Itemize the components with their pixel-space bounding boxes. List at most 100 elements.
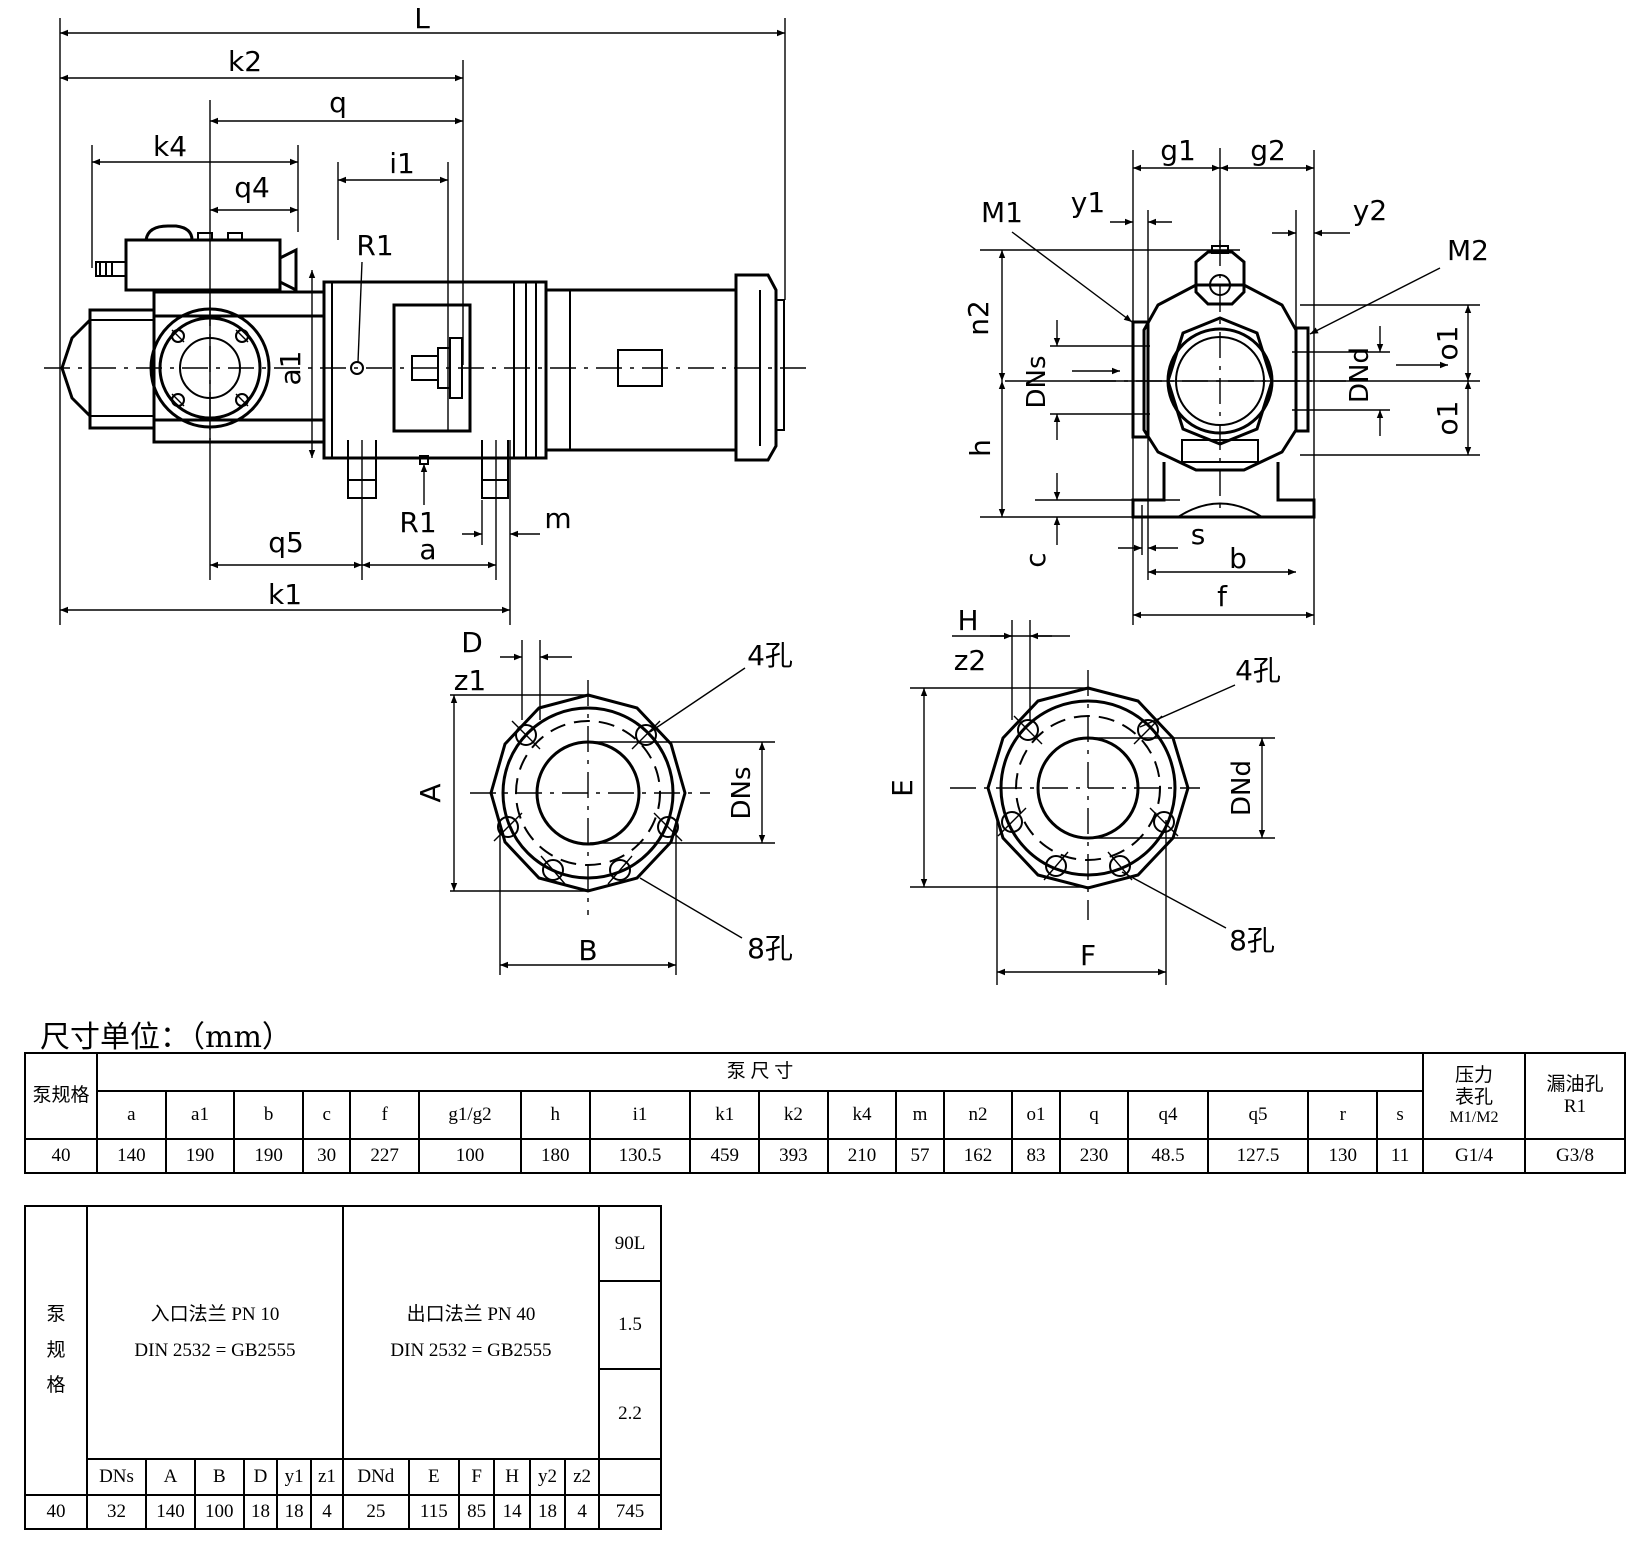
col-header: c	[302, 1090, 352, 1140]
dim-q5: q5	[210, 526, 362, 569]
col-header: q4	[1127, 1090, 1209, 1140]
dim-label: a	[419, 533, 436, 566]
flange-dimensions-table: 泵 规 格 入口法兰 PN 10 DIN 2532 = GB2555 出口法兰 …	[24, 1205, 662, 1530]
dim-b: b	[1148, 542, 1296, 576]
col-header: f	[349, 1090, 420, 1140]
table-cell: 100	[193, 1494, 245, 1530]
dim-label: E	[886, 779, 919, 797]
col-header: z1	[309, 1458, 344, 1496]
col-header: z2	[564, 1458, 600, 1496]
outlet-flange-view: H z2 4孔 E DNd 8孔 F	[886, 604, 1281, 985]
col-header: y1	[276, 1458, 312, 1496]
dim-q4: q4	[210, 171, 298, 214]
col-header: b	[233, 1090, 305, 1140]
header-char: 泵	[46, 1303, 66, 1325]
table-cell: 48.5	[1127, 1138, 1209, 1174]
header-line: 入口法兰 PN 10	[150, 1303, 280, 1325]
dim-label: DNd	[1227, 760, 1257, 816]
dim-h: h	[964, 381, 1006, 517]
label-M1: M1	[981, 196, 1133, 323]
col-header: o1	[1011, 1090, 1061, 1140]
right-header: 2.2	[598, 1368, 662, 1460]
col-header: H	[493, 1458, 531, 1496]
dim-label: o1	[1431, 401, 1464, 436]
dim-label: g1	[1160, 134, 1196, 167]
header-line: 压力	[1454, 1064, 1493, 1086]
inlet-flange-header: 入口法兰 PN 10 DIN 2532 = GB2555	[86, 1205, 344, 1460]
dim-label: k1	[268, 578, 302, 611]
pressure-gauge-header: 压力 表孔 M1/M2	[1422, 1052, 1526, 1140]
header-char: 规	[46, 1339, 66, 1361]
table-cell: 745	[598, 1494, 662, 1530]
dim-label: F	[1080, 939, 1096, 972]
dim-label: 4孔	[747, 639, 793, 672]
header-line: DIN 2532 = GB2555	[390, 1339, 552, 1361]
dim-label: q4	[234, 171, 270, 204]
dim-label: 8孔	[747, 932, 793, 965]
col-header: y2	[528, 1458, 567, 1496]
table-cell: 140	[96, 1138, 167, 1174]
dim-DNs-flange: DNs	[727, 742, 766, 843]
table-cell: 230	[1058, 1138, 1130, 1174]
dim-label: y2	[1353, 194, 1387, 227]
col-header: k2	[758, 1090, 829, 1140]
col-header: n2	[942, 1090, 1014, 1140]
dim-H: H	[952, 604, 1070, 640]
dim-DNs: DNs	[1022, 320, 1120, 440]
col-header: k1	[689, 1090, 761, 1140]
dim-label: DNs	[727, 766, 757, 819]
dim-label: k4	[153, 130, 187, 163]
dim-A: A	[414, 695, 458, 891]
table-row: 40 140 190 190 30 227 100 180 130.5 459 …	[24, 1138, 1626, 1174]
table-cell: 130	[1307, 1138, 1379, 1174]
dim-label: g2	[1250, 134, 1286, 167]
table-cell: 140	[145, 1494, 196, 1530]
table-cell: 83	[1011, 1138, 1061, 1174]
col-header: E	[407, 1458, 460, 1496]
dim-g2: g2	[1220, 134, 1314, 172]
dim-DNd: DNd	[1345, 326, 1448, 436]
header-line: M1/M2	[1449, 1108, 1499, 1126]
table-cell: 190	[164, 1138, 236, 1174]
table-row: 40 32 140 100 18 18 4 25 115 85 14 18 4 …	[24, 1494, 662, 1530]
dim-label: h	[964, 439, 997, 457]
col-header: F	[457, 1458, 496, 1496]
table-cell: 4	[309, 1494, 344, 1530]
header-line: DIN 2532 = GB2555	[134, 1339, 296, 1361]
pump-dim-header: 泵 尺 寸	[96, 1052, 1424, 1092]
table-cell: 14	[493, 1494, 531, 1530]
header-line: 漏油孔	[1546, 1074, 1604, 1096]
cell-spec: 40	[24, 1138, 98, 1174]
dim-label: L	[414, 2, 430, 35]
header-line: 出口法兰 PN 40	[406, 1303, 536, 1325]
table-cell: 4	[564, 1494, 600, 1530]
col-header: k4	[826, 1090, 898, 1140]
label-8-holes-outlet: 8孔	[1121, 871, 1275, 957]
dim-label: z2	[954, 644, 987, 677]
dim-E: E	[886, 688, 928, 887]
label-z1: z1	[454, 664, 487, 697]
dim-y2: y2	[1272, 194, 1387, 237]
col-header: q	[1058, 1090, 1130, 1140]
header-char: 格	[46, 1375, 66, 1397]
pump-spec-header: 泵 规 格	[24, 1205, 88, 1496]
table-cell: 459	[689, 1138, 761, 1174]
dim-o1-upper: o1	[1431, 305, 1472, 381]
col-header: A	[145, 1458, 196, 1496]
dim-c: c	[1019, 473, 1061, 568]
table-cell: 57	[895, 1138, 945, 1174]
table-cell: 30	[302, 1138, 352, 1174]
dim-s: s	[1118, 518, 1206, 552]
table-cell: 18	[242, 1494, 279, 1530]
dim-label: s	[1191, 518, 1206, 551]
pump-end-view: g1 g2 M1 y1 y2 M2 n2	[962, 134, 1489, 625]
dim-label: M1	[981, 196, 1023, 229]
dim-label: f	[1217, 580, 1228, 613]
dim-a: a	[362, 533, 496, 569]
dim-m: m	[462, 502, 572, 538]
right-header-empty	[598, 1458, 662, 1496]
dim-R1-bottom: R1	[399, 464, 437, 539]
col-header: g1/g2	[417, 1090, 522, 1140]
right-header: 90L	[598, 1205, 662, 1282]
inlet-flange-view: D z1 4孔 A DNs 8孔 B	[414, 626, 793, 975]
